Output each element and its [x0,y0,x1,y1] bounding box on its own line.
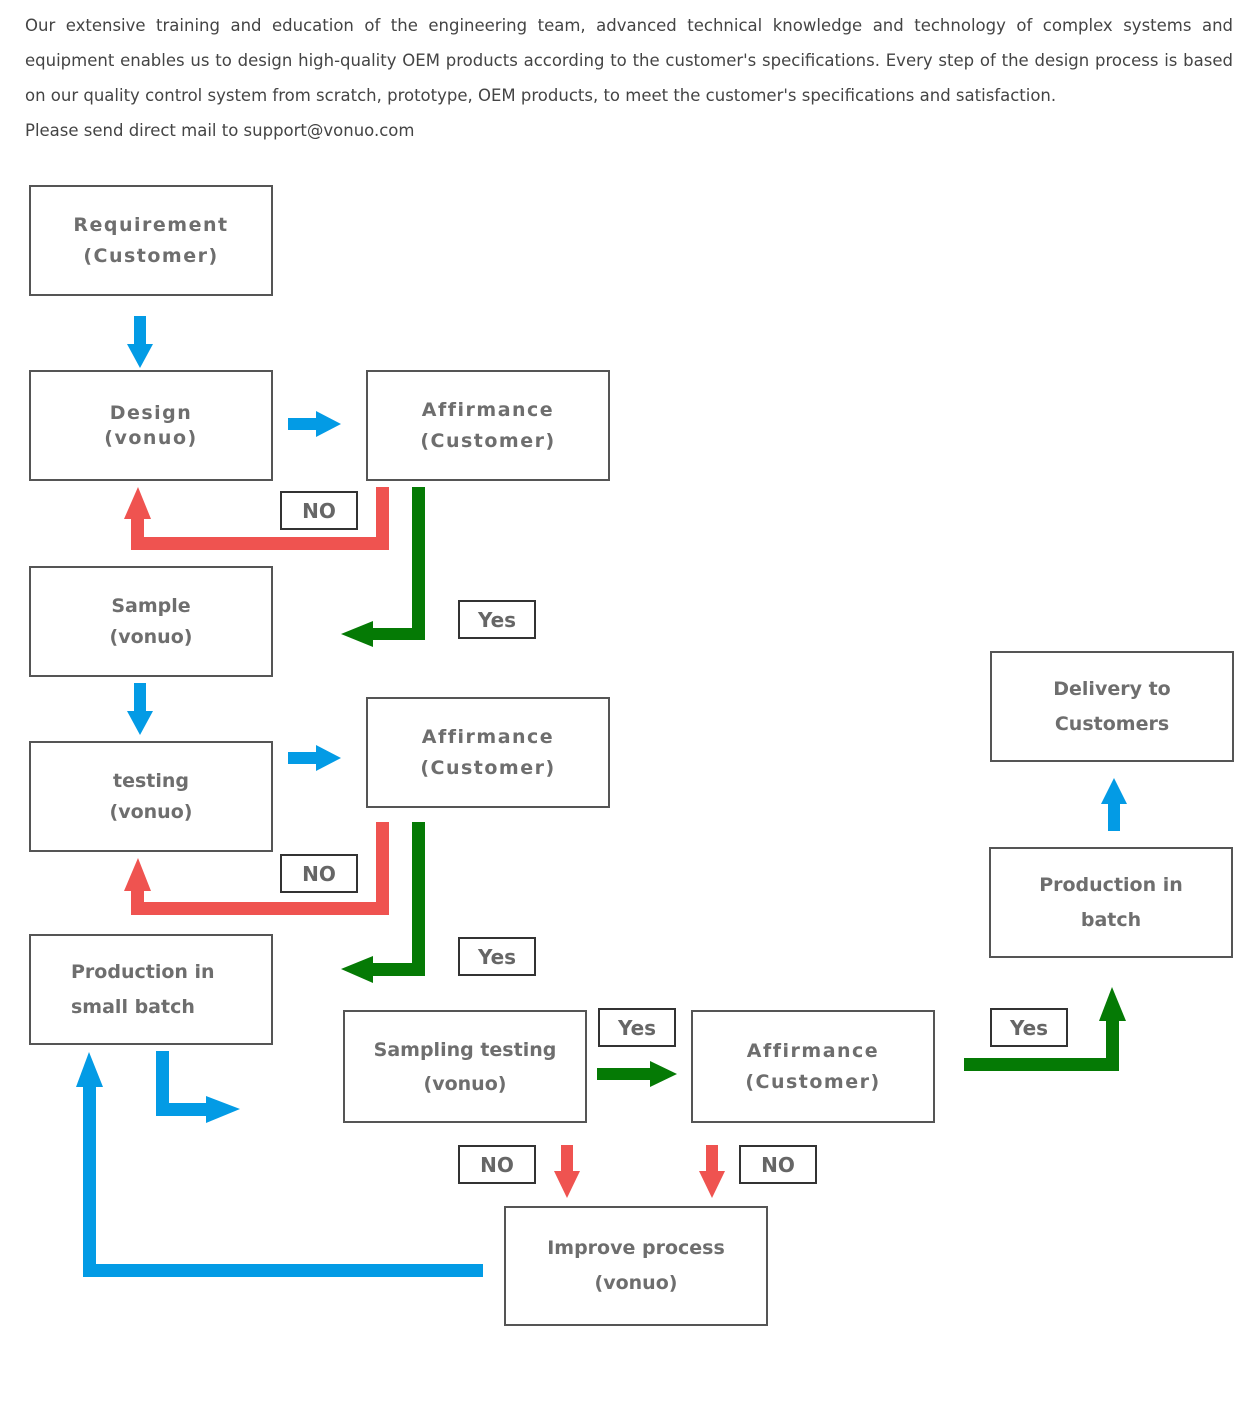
node-design-line1: Design [109,401,193,424]
node-testing: testing (vonuo) [29,741,273,852]
arrow-sample-to-testing [127,683,153,735]
node-delivery: Delivery to Customers [990,651,1234,762]
node-design-line2: (vonuo) [104,426,198,449]
arrow-requirement-to-design [127,316,153,368]
node-requirement-line2: (Customer) [83,244,219,267]
arrow-affirmance-yes-to-batch [964,987,1126,1071]
intro-paragraph: Our extensive training and education of … [25,16,1233,105]
node-requirement: Requirement (Customer) [29,185,273,296]
intro-text: Our extensive training and education of … [25,8,1233,148]
node-production-small-batch-line1: Production in [71,960,215,983]
arrow-improve-to-small-batch [76,1052,483,1277]
node-affirmance-2: Affirmance (Customer) [366,697,610,808]
node-production-batch-line2: batch [1080,908,1142,931]
node-testing-line1: testing [113,769,189,792]
arrow-affirmance-yes-to-sample [341,487,425,647]
node-affirmance-2-line1: Affirmance [421,725,555,748]
node-sampling-testing-line1: Sampling testing [373,1038,557,1061]
arrow-sampling-testing-no-to-improve [554,1145,580,1198]
label-yes-4: Yes [990,1008,1068,1047]
label-no-1: NO [280,491,358,530]
node-affirmance-3: Affirmance (Customer) [691,1010,935,1123]
arrow-batch-to-delivery [1101,778,1127,831]
arrow-affirmance-no-to-design [124,487,389,550]
node-affirmance-3-line2: (Customer) [745,1070,881,1093]
node-requirement-line1: Requirement [73,213,229,236]
label-yes-2: Yes [458,937,536,976]
node-affirmance-1: Affirmance (Customer) [366,370,610,481]
node-sampling-testing-line2: (vonuo) [423,1072,507,1095]
node-production-batch: Production in batch [989,847,1233,958]
arrow-affirmance-yes-to-small-batch [341,822,425,983]
node-affirmance-1-line2: (Customer) [420,429,556,452]
label-no-2: NO [280,854,358,893]
node-affirmance-3-line1: Affirmance [746,1039,880,1062]
node-improve-process-line2: (vonuo) [594,1272,678,1294]
arrow-small-batch-to-sampling-testing [156,1051,240,1123]
node-affirmance-1-line1: Affirmance [421,398,555,421]
node-production-batch-line1: Production in [1039,873,1183,896]
contact-line: Please send direct mail to support@vonuo… [25,121,415,140]
label-yes-3: Yes [598,1008,676,1047]
node-design: Design (vonuo) [29,370,273,481]
node-sample: Sample (vonuo) [29,566,273,677]
node-production-small-batch: Production in small batch [29,934,273,1045]
node-delivery-line2: Customers [1054,712,1170,735]
label-no-3: NO [458,1145,536,1184]
arrow-testing-to-affirmance [288,745,341,771]
arrow-affirmance-no-to-improve [699,1145,725,1198]
node-improve-process-line1: Improve process [547,1237,725,1259]
node-sampling-testing: Sampling testing (vonuo) [343,1010,587,1123]
arrow-design-to-affirmance [288,411,341,437]
node-sample-line2: (vonuo) [109,625,193,648]
node-production-small-batch-line2: small batch [71,995,195,1018]
label-no-4: NO [739,1145,817,1184]
node-delivery-line1: Delivery to [1053,677,1171,700]
arrow-sampling-testing-yes-to-affirmance [597,1061,677,1087]
arrow-affirmance-no-to-testing [124,822,389,915]
node-improve-process: Improve process (vonuo) [504,1206,768,1326]
node-affirmance-2-line2: (Customer) [420,756,556,779]
node-sample-line1: Sample [111,594,191,617]
node-testing-line2: (vonuo) [109,800,193,823]
label-yes-1: Yes [458,600,536,639]
